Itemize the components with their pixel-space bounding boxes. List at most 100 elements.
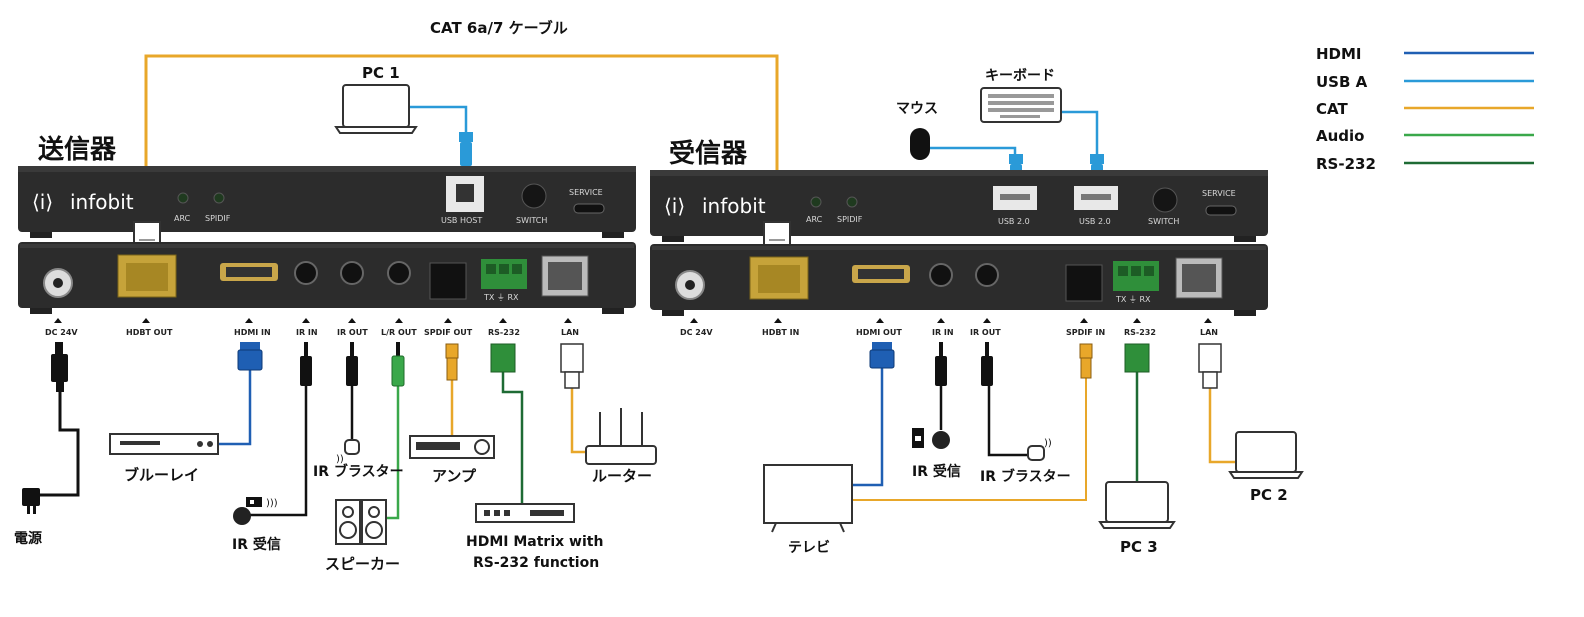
transmitter-front-panel: ⟨i⟩ infobit ARC SPIDIF USB HOST SWITCH S…	[18, 166, 636, 238]
mouse-label: マウス	[896, 101, 938, 117]
svg-text:IR OUT: IR OUT	[970, 328, 1001, 337]
hdmi-cable-bluray	[218, 370, 252, 446]
svg-text:IR IN: IR IN	[932, 328, 954, 337]
svg-text:RS-232: RS-232	[488, 328, 520, 337]
hdmi-matrix-icon	[475, 503, 575, 523]
pc1-label: PC 1	[362, 64, 400, 82]
legend-label: USB A	[1316, 73, 1368, 91]
spdif-cable-tv	[853, 378, 1087, 501]
svg-text:SPIDIF: SPIDIF	[205, 214, 231, 223]
svg-text:USB 2.0: USB 2.0	[998, 217, 1030, 226]
tv-label: テレビ	[788, 540, 830, 556]
receiver-title: 受信器	[669, 138, 748, 169]
svg-text:HDMI OUT: HDMI OUT	[856, 328, 902, 337]
svg-text:SPDIF IN: SPDIF IN	[1066, 328, 1105, 337]
svg-text:USB 2.0: USB 2.0	[1079, 217, 1111, 226]
amplifier-icon	[409, 435, 495, 459]
cat-cable-top	[144, 54, 779, 228]
rca-plug-icon	[445, 343, 459, 381]
svg-text:TX ⏚ RX: TX ⏚ RX	[1115, 295, 1151, 304]
legend-label: CAT	[1316, 100, 1348, 118]
bluray-label: ブルーレイ	[124, 466, 199, 484]
ir-blaster-icon: ))	[1027, 438, 1052, 461]
svg-text:SPDIF OUT: SPDIF OUT	[424, 328, 473, 337]
receiver-front-panel: ⟨i⟩ infobit ARC SPIDIF USB 2.0 USB 2.0 S…	[650, 170, 1268, 242]
jack-plug-icon	[300, 342, 312, 386]
svg-text:SPIDIF: SPIDIF	[837, 215, 863, 224]
legend-label: Audio	[1316, 127, 1364, 145]
rca-plug-icon	[1079, 343, 1093, 379]
svg-text:HDBT OUT: HDBT OUT	[126, 328, 173, 337]
hdmi-cable-tv	[853, 368, 884, 487]
svg-text:LAN: LAN	[1200, 328, 1218, 337]
transmitter-port-labels: DC 24V HDBT OUT HDMI IN IR IN IR OUT L/R…	[45, 318, 579, 337]
receiver-port-labels: DC 24V HDBT IN HDMI OUT IR IN IR OUT SPD…	[680, 318, 1218, 337]
rs232-cable-matrix	[501, 372, 524, 505]
keyboard-label: キーボード	[985, 68, 1055, 84]
terminal-block-icon	[490, 343, 516, 373]
svg-text:LAN: LAN	[561, 328, 579, 337]
svg-text:SWITCH: SWITCH	[1148, 217, 1179, 226]
lan-cable-router	[570, 388, 590, 454]
usb-plug-icon	[459, 132, 473, 166]
pc1-laptop-icon	[334, 84, 418, 134]
pc3-label: PC 3	[1120, 538, 1158, 556]
svg-text:)): ))	[336, 454, 344, 465]
svg-text:TX ⏚ RX: TX ⏚ RX	[483, 293, 519, 302]
router-label: ルーター	[592, 467, 652, 485]
terminal-block-icon	[1124, 343, 1150, 373]
hdmi-plug-icon	[237, 342, 263, 371]
ir-blaster-rx-label: IR ブラスター	[980, 468, 1071, 485]
bluray-player-icon	[109, 433, 219, 455]
svg-text:SERVICE: SERVICE	[569, 188, 603, 197]
power-cable	[38, 392, 80, 497]
tv-icon	[763, 464, 853, 533]
svg-text:L/R OUT: L/R OUT	[381, 328, 417, 337]
transmitter-back-panel: TX ⏚ RX	[18, 242, 636, 314]
svg-text:SWITCH: SWITCH	[516, 216, 547, 225]
receiver-back-panel: TX ⏚ RX	[650, 244, 1268, 316]
pc2-laptop-icon	[1228, 431, 1304, 479]
power-label: 電源	[14, 530, 42, 547]
audio-cable-speaker	[386, 385, 400, 520]
svg-text:RS-232: RS-232	[1124, 328, 1156, 337]
rj45-plug-icon	[1198, 343, 1222, 389]
jack-plug-icon	[981, 342, 993, 386]
jack-plug-icon	[391, 342, 405, 387]
rj45-plug-icon	[560, 343, 584, 389]
brand-logo: ⟨i⟩	[664, 194, 685, 218]
hdmi-plug-icon	[869, 342, 895, 369]
svg-text:)): ))	[1044, 438, 1052, 449]
pc2-label: PC 2	[1250, 486, 1288, 504]
ir-receiver-icon	[912, 428, 950, 449]
svg-text:USB HOST: USB HOST	[441, 216, 482, 225]
router-icon	[585, 408, 657, 465]
transmitter-title: 送信器	[38, 135, 117, 165]
mouse-icon	[910, 128, 930, 160]
keyboard-icon	[980, 87, 1062, 123]
legend-label: RS-232	[1316, 155, 1376, 173]
svg-text:DC 24V: DC 24V	[680, 328, 713, 337]
matrix-label-line2: RS-232 function	[473, 555, 599, 571]
receiver-brand: infobit	[702, 194, 766, 218]
ir-receiver-tx-label: IR 受信	[232, 536, 281, 553]
ir-cable-tx-in	[250, 385, 308, 517]
svg-text:ARC: ARC	[174, 214, 191, 223]
ir-receiver-icon: )))	[233, 497, 278, 525]
power-adapter-icon	[22, 488, 40, 514]
svg-text:))): )))	[266, 498, 278, 509]
speaker-label: スピーカー	[325, 555, 400, 573]
pc3-laptop-icon	[1098, 481, 1176, 529]
power-plug-icon	[51, 342, 68, 392]
svg-text:HDMI IN: HDMI IN	[234, 328, 271, 337]
jack-plug-icon	[935, 342, 947, 386]
ir-cable-rx-out	[987, 385, 1030, 457]
amp-label: アンプ	[432, 467, 477, 485]
matrix-label-line1: HDMI Matrix with	[466, 534, 603, 550]
svg-text:SERVICE: SERVICE	[1202, 189, 1236, 198]
transmitter-brand: infobit	[70, 190, 134, 214]
lan-cable-pc2	[1208, 388, 1236, 464]
ir-blaster-tx-label: IR ブラスター	[313, 463, 404, 480]
svg-text:IR OUT: IR OUT	[337, 328, 368, 337]
